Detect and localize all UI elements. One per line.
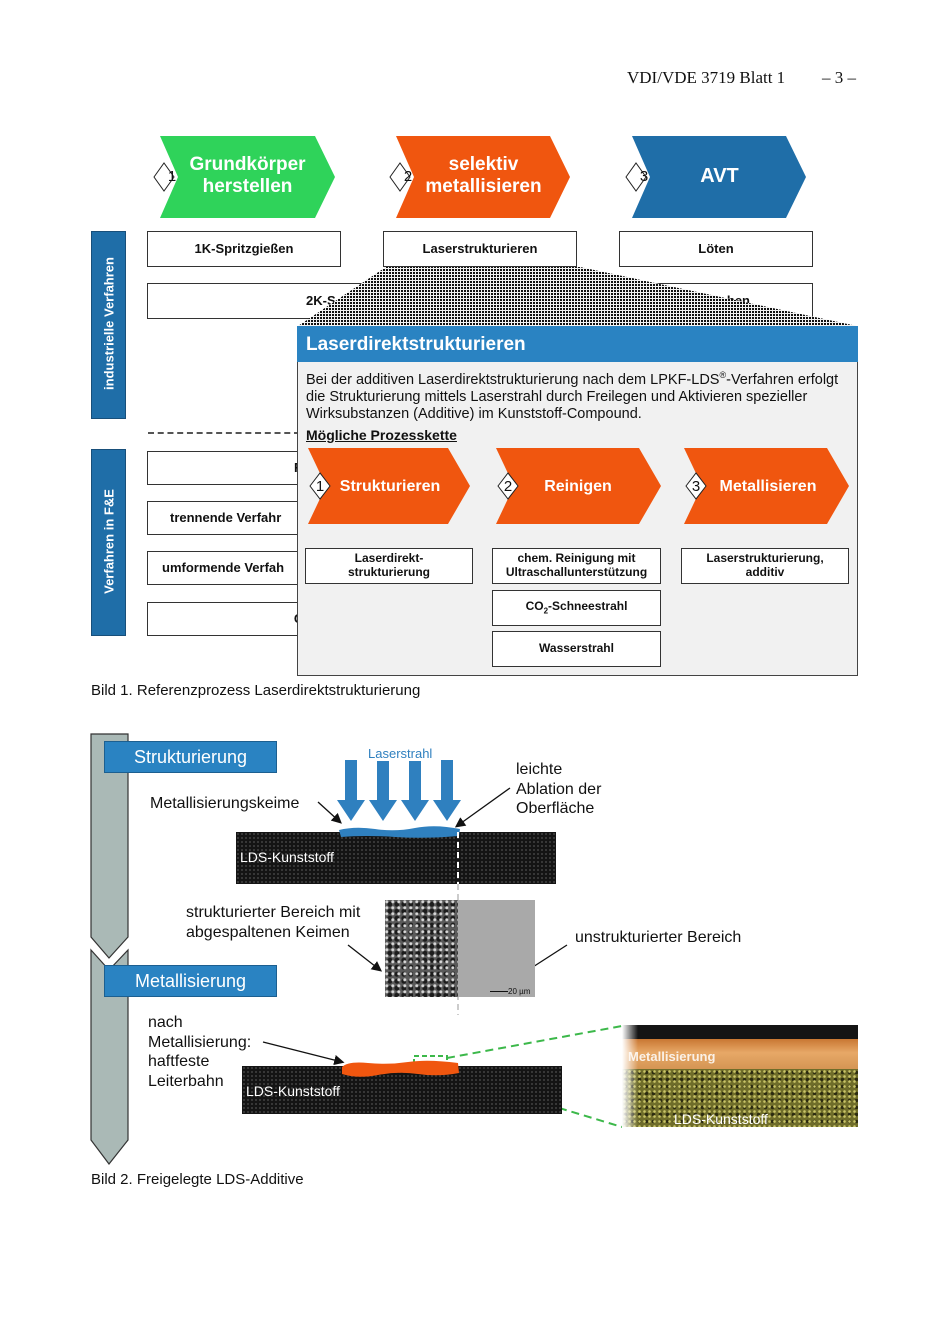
process-box-laserstrukturieren: Laserstrukturieren <box>383 231 577 267</box>
chain-step2-number: 2 <box>503 478 513 495</box>
sem-micrograph-structured <box>385 900 458 997</box>
chain-box-wasserstrahl: Wasserstrahl <box>492 631 661 667</box>
substrate-label-1: LDS-Kunststoff <box>240 849 334 865</box>
unstructured-area-label: unstrukturierter Bereich <box>575 929 742 946</box>
step3-number-marker <box>625 162 647 192</box>
document-id: VDI/VDE 3719 Blatt 1 <box>627 68 786 87</box>
chain-box-laserdirekt: Laserdirekt-strukturierung <box>305 548 473 584</box>
substrate-label-2: LDS-Kunststoff <box>246 1083 340 1099</box>
step3-number: 3 <box>639 168 649 185</box>
inset-substrate-label: LDS-Kunststoff <box>674 1111 768 1127</box>
process-box-research-4: G <box>147 602 307 636</box>
detail-description: Bei der additiven Laserdirektstrukturier… <box>306 370 839 422</box>
sem-micrograph-unstructured <box>458 900 535 997</box>
process-box-umformende: umformende Verfah <box>147 551 307 585</box>
chain-step1-label: Strukturieren <box>339 478 441 495</box>
chain-step3-label: Metallisieren <box>719 478 817 495</box>
process-box-1k-spritzgiessen: 1K-Spritzgießen <box>147 231 341 267</box>
conductor-track <box>342 1060 459 1077</box>
research-category-bar <box>91 449 126 636</box>
process-flow-arrow <box>90 733 129 1165</box>
step2-number-marker <box>389 162 411 192</box>
inset-metal-label: Metallisierung <box>628 1049 716 1064</box>
step3-label: AVT <box>700 165 739 187</box>
seeds-label: Metallisierungskeime <box>150 795 300 812</box>
process-chain-heading: Mögliche Prozesskette <box>306 427 457 443</box>
chain-step2-arrow-shape <box>496 448 661 524</box>
category-separator <box>148 432 300 434</box>
chain-box-co2: CO2-Schneestrahl <box>492 590 661 626</box>
chain-step2-marker <box>497 472 519 500</box>
chain-step1-arrow-shape <box>308 448 470 524</box>
chain-step2-label: Reinigen <box>544 478 612 495</box>
process-box-loeten: Löten <box>619 231 813 267</box>
step3-arrow-shape <box>632 136 806 218</box>
laser-label: Laserstrahl <box>366 746 435 761</box>
stage-strukturierung: Strukturierung <box>104 741 277 773</box>
step2-arrow-shape <box>396 136 570 218</box>
chain-step1-marker <box>309 472 331 500</box>
industrial-category-bar <box>91 231 126 419</box>
process-box-trennende: trennende Verfahr <box>147 501 307 535</box>
step1-number: 1 <box>167 168 177 185</box>
page-number: – 3 – <box>822 68 856 87</box>
detail-chain-arrows <box>308 448 849 524</box>
chain-step3-marker <box>685 472 707 500</box>
step2-number: 2 <box>403 168 413 185</box>
chain-step1-number: 1 <box>315 478 325 495</box>
figure2-caption: Bild 2. Freigelegte LDS-Additive <box>91 1171 304 1188</box>
chain-step3-arrow-shape <box>684 448 849 524</box>
step1-number-marker <box>153 162 175 192</box>
laser-beam-arrows <box>337 760 461 821</box>
substrate-block-1 <box>236 832 556 884</box>
chain-box-laserstrukturierung-additiv: Laserstrukturierung,additiv <box>681 548 849 584</box>
seed-layer <box>339 826 460 838</box>
stage-metallisierung: Metallisierung <box>104 965 277 997</box>
detail-title: Laserdirektstrukturieren <box>306 334 526 355</box>
figure1-caption: Bild 1. Referenzprozess Laserdirektstruk… <box>91 682 421 699</box>
scale-bar: 20 µm <box>490 987 530 996</box>
process-arrows <box>153 136 806 218</box>
cross-section-inset <box>622 1025 858 1127</box>
substrate-block-2 <box>242 1066 562 1114</box>
chain-step3-number: 3 <box>691 478 701 495</box>
detail-title-bar <box>297 326 858 362</box>
step1-arrow-shape <box>160 136 335 218</box>
process-box-research-1: F <box>147 451 307 485</box>
zoom-fan <box>298 267 857 326</box>
